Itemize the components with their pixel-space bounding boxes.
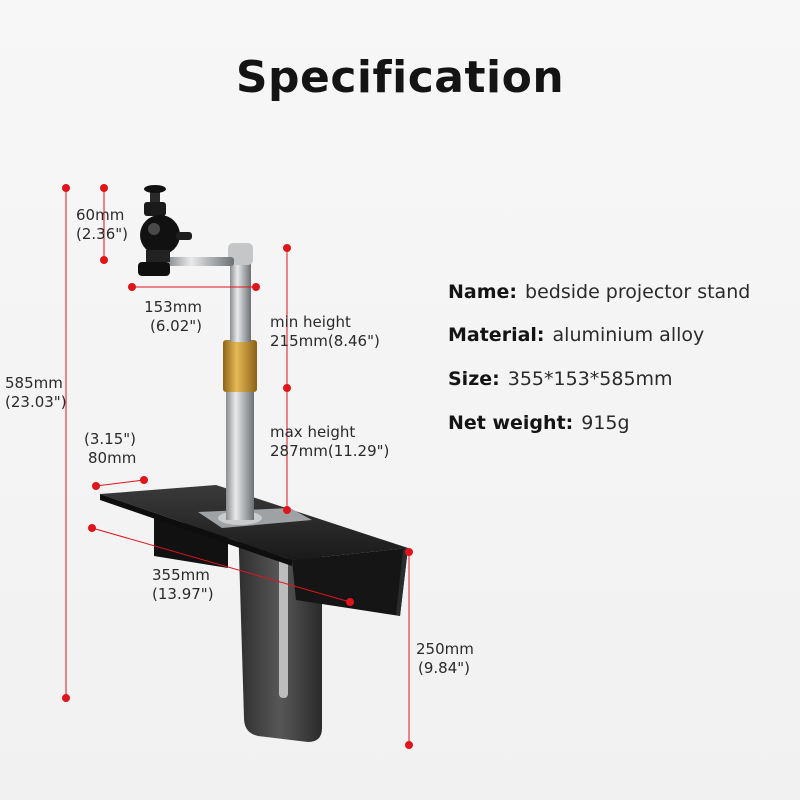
bracket-height-mm: 250mm <box>416 640 474 658</box>
min-height-dimension: min height 215mm(8.46") <box>270 313 380 351</box>
min-height-label: min height <box>270 313 351 331</box>
bracket-slot <box>279 548 288 698</box>
spec-row-size: Size: 355*153*585mm <box>448 368 673 390</box>
spec-value-weight: 915g <box>581 412 630 434</box>
pole-top-cap <box>228 243 253 265</box>
page-title: Specification <box>235 52 565 103</box>
spec-value-size: 355*153*585mm <box>507 368 673 390</box>
bracket-height-dimension: 250mm (9.84") <box>416 640 474 678</box>
plate-width-dimension: 355mm (13.97") <box>152 566 214 604</box>
plate-depth-mm: 80mm <box>88 449 137 467</box>
max-height-label: max height <box>270 423 356 441</box>
spec-key-size: Size: <box>448 368 500 390</box>
min-height-value: 215mm(8.46") <box>270 332 380 350</box>
upper-pole <box>230 245 251 342</box>
spec-value-material: aluminium alloy <box>552 324 705 346</box>
spec-value-name: bedside projector stand <box>525 281 751 303</box>
ball-head-mount <box>138 185 192 276</box>
arm-dimension: 153mm (6.02") <box>144 298 202 336</box>
spec-key-material: Material: <box>448 324 545 346</box>
plate-depth-dimension: (3.15") 80mm <box>84 430 136 468</box>
top-mount-mm: 60mm <box>76 206 125 224</box>
plate-width-mm: 355mm <box>152 566 210 584</box>
spec-key-weight: Net weight: <box>448 412 574 434</box>
spec-key-name: Name: <box>448 281 518 303</box>
brass-collar <box>223 340 257 392</box>
lower-pole <box>226 388 254 520</box>
total-height-dimension: 585mm (23.03") <box>5 374 67 412</box>
total-height-inch: (23.03") <box>5 393 67 411</box>
spec-row-weight: Net weight: 915g <box>448 412 630 434</box>
spec-row-name: Name: bedside projector stand <box>448 281 750 303</box>
max-height-dimension: max height 287mm(11.29") <box>270 423 389 461</box>
bracket-height-inch: (9.84") <box>418 659 471 677</box>
front-flap <box>292 548 408 616</box>
arm-mm: 153mm <box>144 298 202 316</box>
plate-width-inch: (13.97") <box>152 585 214 603</box>
stand-product <box>100 185 408 742</box>
horizontal-arm <box>168 257 234 266</box>
arm-inch: (6.02") <box>150 317 203 335</box>
top-mount-dimension: 60mm (2.36") <box>76 206 128 244</box>
dimension-markers <box>62 184 413 749</box>
max-height-value: 287mm(11.29") <box>270 442 390 460</box>
top-mount-inch: (2.36") <box>76 225 129 243</box>
spec-row-material: Material: aluminium alloy <box>448 324 704 346</box>
plate-depth-inch: (3.15") <box>84 430 137 448</box>
total-height-mm: 585mm <box>5 374 63 392</box>
